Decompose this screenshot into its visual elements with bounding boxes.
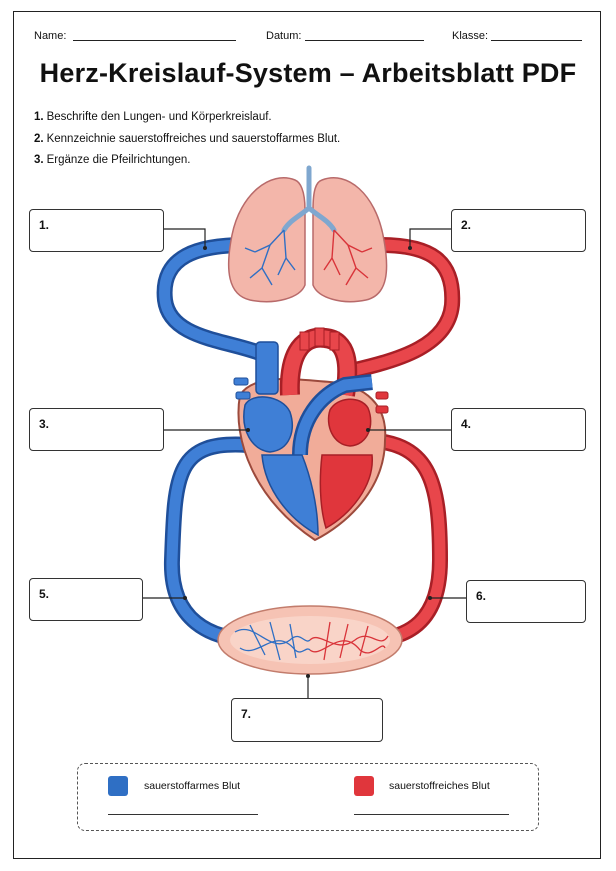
left-lung (227, 177, 306, 303)
instruction-3: 3.Ergänze die Pfeilrichtungen. (34, 154, 191, 166)
legend-write-line-rich[interactable] (354, 814, 509, 815)
instruction-2: 2.Kennzeichnie sauerstoffreiches und sau… (34, 133, 341, 145)
label-box-7[interactable]: 7. (231, 698, 383, 742)
worksheet-frame (13, 11, 601, 859)
heart (233, 327, 389, 542)
date-field-line[interactable] (305, 40, 424, 41)
label-box-6[interactable]: 6. (466, 580, 586, 623)
instruction-1: 1.Beschrifte den Lungen- und Körperkreis… (34, 111, 272, 123)
leader-lines (143, 228, 466, 698)
name-label: Name: (34, 30, 67, 42)
oxygen-poor-label: sauerstoffarmes Blut (144, 780, 241, 792)
lungs (227, 177, 388, 303)
oxygen-poor-swatch (108, 776, 128, 796)
class-field-line[interactable] (491, 40, 582, 41)
page-title: Herz-Kreislauf-System – Arbeitsblatt PDF (39, 58, 577, 88)
label-box-5[interactable]: 5. (29, 578, 143, 621)
label-box-1[interactable]: 1. (29, 209, 164, 252)
name-field-line[interactable] (73, 40, 236, 41)
lung-vessels-right (323, 229, 373, 286)
legend: sauerstoffarmes Blut sauerstoffreiches B… (77, 763, 539, 831)
label-box-2[interactable]: 2. (451, 209, 586, 252)
label-box-4[interactable]: 4. (451, 408, 586, 451)
right-ventricle (261, 454, 319, 537)
date-label: Datum: (266, 30, 302, 42)
class-label: Klasse: (452, 30, 489, 42)
oxygen-rich-label: sauerstoffreiches Blut (389, 780, 490, 792)
superior-vena-cava (255, 341, 279, 395)
capillary-bed (217, 605, 403, 675)
legend-write-line-poor[interactable] (108, 814, 258, 815)
left-ventricle (319, 454, 373, 530)
oxygen-rich-swatch (354, 776, 374, 796)
lung-vessels-left (244, 229, 296, 286)
left-atrium (327, 398, 372, 447)
right-lung (312, 177, 388, 303)
right-atrium (243, 396, 293, 453)
trachea (281, 165, 337, 233)
label-box-3[interactable]: 3. (29, 408, 164, 451)
